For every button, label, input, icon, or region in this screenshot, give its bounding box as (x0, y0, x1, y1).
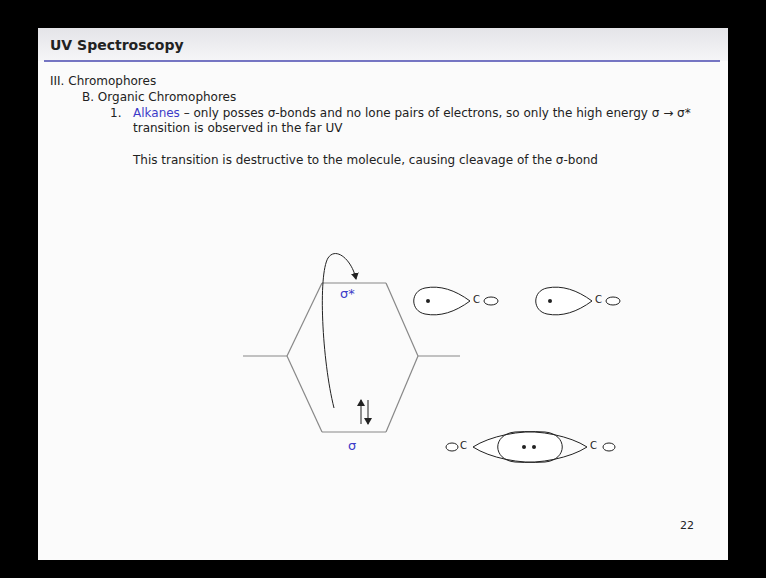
orbital-label: σ* (340, 286, 355, 301)
electron-dots (426, 299, 552, 449)
atom-label: C (473, 294, 480, 305)
title-rule (44, 60, 720, 62)
atom-label: C (460, 440, 467, 451)
page-number: 22 (680, 519, 694, 532)
orbital-label: σ (348, 438, 356, 453)
bullet-text: Alkanes – only posses σ-bonds and no lon… (133, 106, 718, 136)
orbital-lobes (414, 287, 620, 462)
body-text: This transition is destructive to the mo… (133, 153, 718, 168)
term-highlight: Alkanes (133, 106, 180, 120)
atom-label: C (590, 440, 597, 451)
slide-title: UV Spectroscopy (50, 37, 184, 53)
outline-heading: III. Chromophores (50, 74, 156, 88)
outline-subheading: B. Organic Chromophores (82, 90, 236, 104)
bullet-body: – only posses σ-bonds and no lone pairs … (133, 106, 691, 135)
atom-label: C (595, 294, 602, 305)
electron-arrows (322, 254, 368, 424)
list-number: 1. (110, 106, 121, 120)
